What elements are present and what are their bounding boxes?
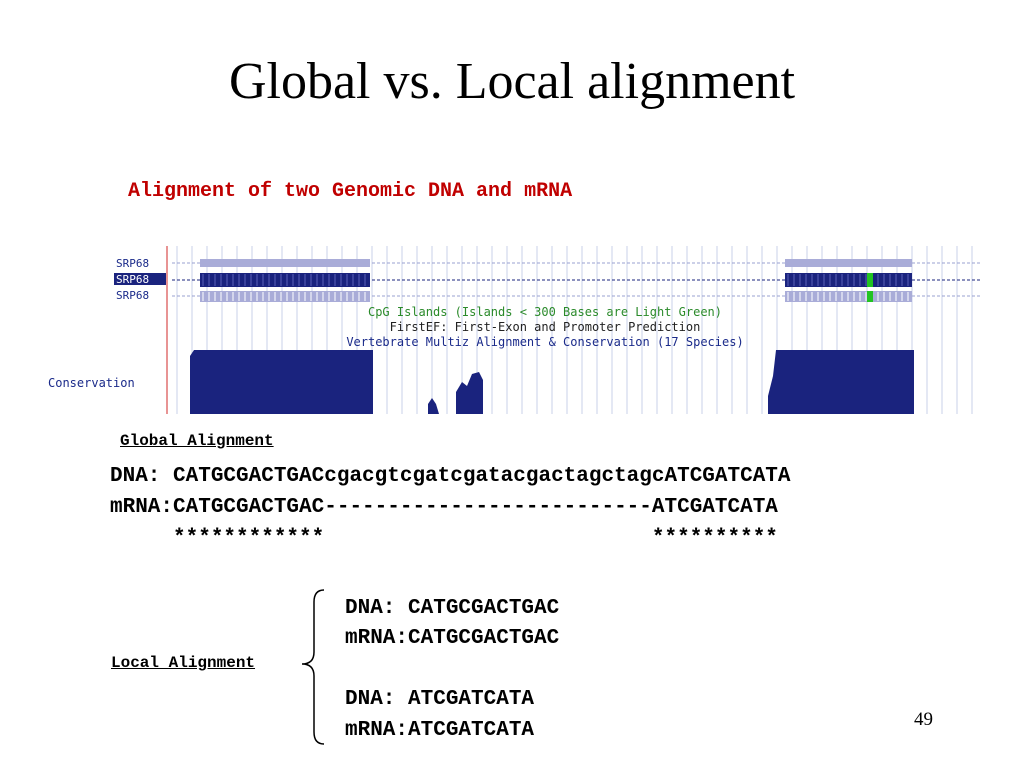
local-block2-mrna: mRNA:ATCGATCATA [345,719,535,742]
track-3-exon-left [200,291,370,302]
track-1-exon-right [785,259,912,267]
slide-subtitle: Alignment of two Genomic DNA and mRNA [128,180,573,203]
global-mrna-sequence: mRNA:CATGCGACTGAC-----------------------… [110,496,778,519]
global-match-stars: ************ ********** [110,527,778,550]
local-block1-dna: DNA: CATGCGACTGAC [345,597,560,620]
conservation-label: Conservation [48,376,135,390]
local-alignment-brace [301,589,325,745]
track-1-exon-left [200,259,370,267]
global-dna-sequence: DNA: CATGCGACTGACcgacgtcgatcgatacgactagc… [110,465,791,488]
local-alignment-label: Local Alignment [111,654,256,672]
conservation-peak-left [190,350,373,414]
track-label-1: SRP68 [116,257,149,270]
local-block1-mrna: mRNA:CATGCGACTGAC [345,627,560,650]
track-2-exon-left [200,273,370,287]
conservation-peak-right [768,350,914,414]
slide-title: Global vs. Local alignment [228,53,796,110]
track-label-2-highlight [114,273,166,285]
genome-browser-image: SRP68 SRP68 SRP68 CpG Islands (Islands <… [42,246,982,414]
conservation-peak-small-1 [428,398,439,414]
caption-firstef: FirstEF: First-Exon and Promoter Predict… [390,320,701,334]
local-block2-dna: DNA: ATCGATCATA [345,688,535,711]
caption-multiz: Vertebrate Multiz Alignment & Conservati… [346,335,743,349]
track-3-cpg-green [867,291,873,302]
track-label-3: SRP68 [116,289,149,302]
page-number: 49 [914,709,933,730]
track-2-cpg-green [867,273,873,287]
global-alignment-label: Global Alignment [120,432,274,450]
conservation-peak-small-2 [456,372,483,414]
track-label-2: SRP68 [116,273,149,286]
caption-cpg-islands: CpG Islands (Islands < 300 Bases are Lig… [368,305,722,319]
